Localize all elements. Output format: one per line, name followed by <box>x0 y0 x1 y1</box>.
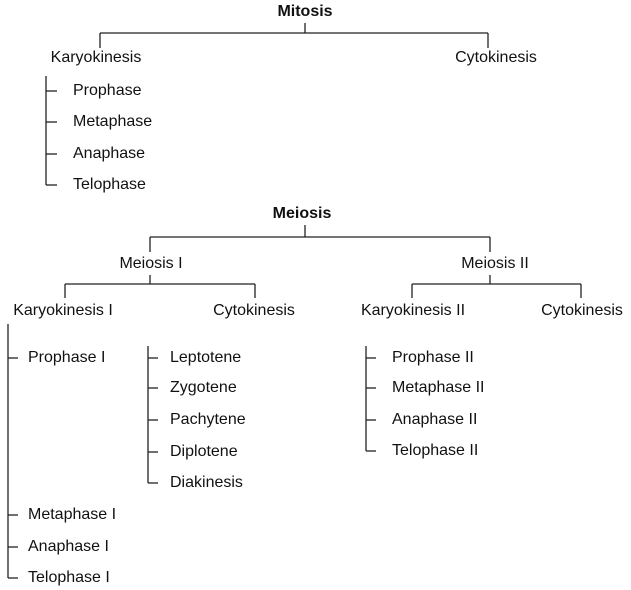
phase-label: Prophase <box>73 82 142 99</box>
phase-label: Metaphase I <box>28 506 117 523</box>
substage-label: Diplotene <box>170 443 238 460</box>
phase-label: Anaphase I <box>28 538 109 555</box>
phase-label: Metaphase II <box>392 379 485 396</box>
phase-label: Telophase II <box>392 442 479 459</box>
cytokinesis-1-label: Cytokinesis <box>213 302 295 319</box>
mitosis-title: Mitosis <box>277 3 333 20</box>
phase-label: Telophase I <box>28 569 110 586</box>
karyokinesis-1-label: Karyokinesis I <box>13 302 113 319</box>
substage-label: Diakinesis <box>170 474 243 491</box>
phase-label: Metaphase <box>73 113 153 130</box>
mitosis-karyokinesis: Karyokinesis <box>50 49 142 66</box>
phase-label: Anaphase <box>73 145 146 162</box>
phase-label: Anaphase II <box>392 411 478 428</box>
mitosis-cytokinesis: Cytokinesis <box>455 49 537 66</box>
karyokinesis-2-label: Karyokinesis II <box>360 302 466 319</box>
phase-label: Prophase I <box>28 349 106 366</box>
meiosis-2-label: Meiosis II <box>461 255 529 272</box>
cytokinesis-2-label: Cytokinesis <box>541 302 623 319</box>
substage-label: Zygotene <box>170 379 237 396</box>
phase-label: Prophase II <box>392 349 474 366</box>
meiosis-1-label: Meiosis I <box>119 255 183 272</box>
phase-label: Telophase <box>73 176 146 193</box>
substage-label: Leptotene <box>170 349 242 366</box>
meiosis-title: Meiosis <box>272 205 332 222</box>
substage-label: Pachytene <box>170 411 246 428</box>
